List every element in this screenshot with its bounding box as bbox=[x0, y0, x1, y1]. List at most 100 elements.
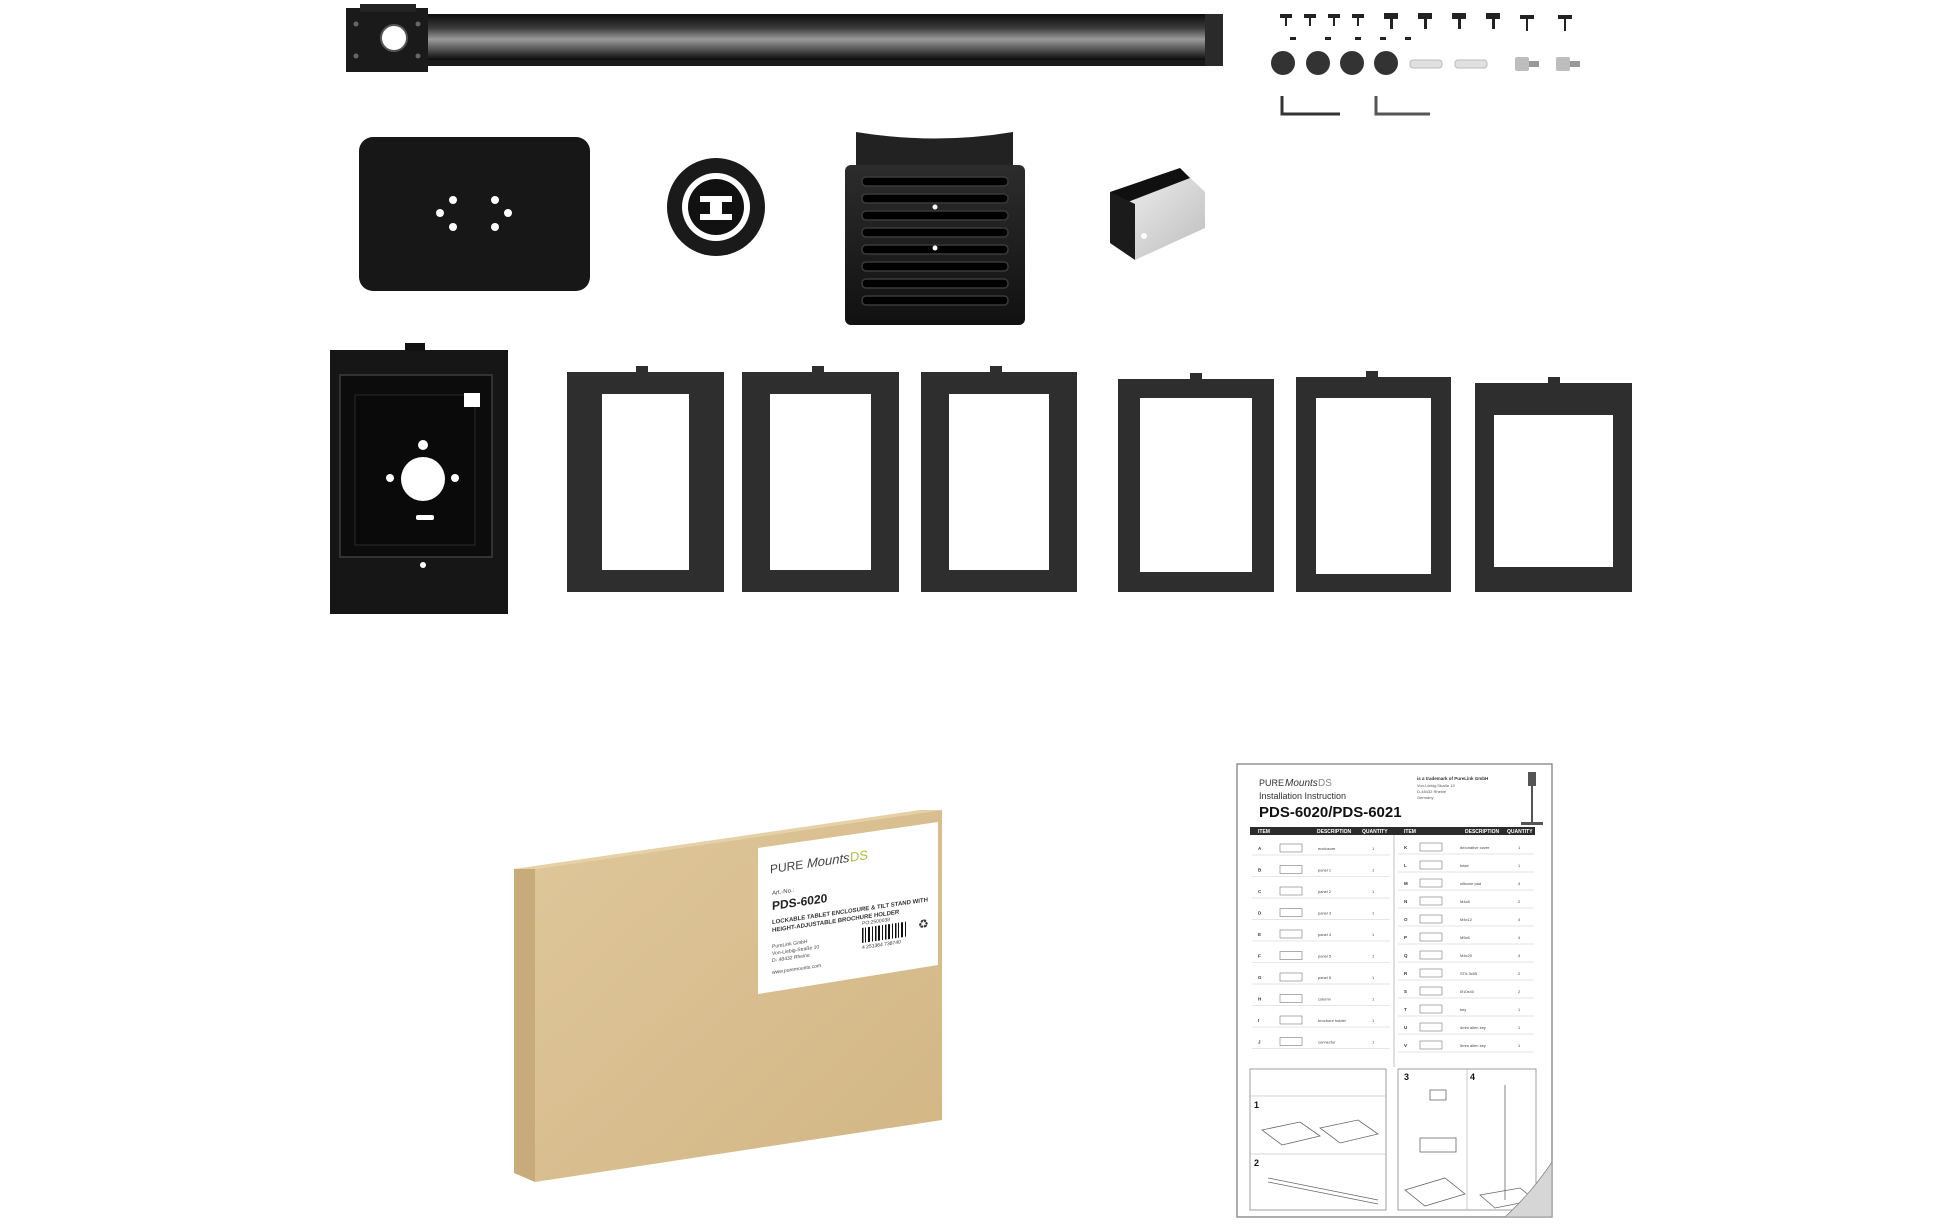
manual-left-item-thumbnail bbox=[1279, 994, 1303, 1003]
manual-right-item-thumbnail bbox=[1419, 914, 1443, 924]
manual-right-item-quantity: 2 bbox=[1518, 971, 1521, 976]
manual-left-item-letter: J bbox=[1258, 1040, 1261, 1045]
manual-header-item-left: ITEM bbox=[1258, 829, 1270, 835]
box-company-3: D- 48432 Rheine bbox=[772, 953, 810, 964]
manual-right-item-quantity: 4 bbox=[1518, 953, 1521, 958]
manual-left-item-thumbnail bbox=[1279, 908, 1303, 917]
manual-left-item-letter: B bbox=[1258, 868, 1262, 873]
manual-right-item-description: 4mm allen key bbox=[1460, 1025, 1486, 1030]
manual-right-item-letter: Q bbox=[1404, 953, 1408, 958]
manual-left-item-letter: D bbox=[1258, 911, 1262, 916]
box-company-1: PureLink GmbH bbox=[772, 939, 808, 950]
manual-right-item-letter: L bbox=[1404, 863, 1407, 868]
manual-right-item-thumbnail bbox=[1419, 1004, 1443, 1014]
column-part bbox=[346, 4, 1223, 72]
installation-manual: PURE Mounts DS is a trademark of PureLin… bbox=[1236, 763, 1553, 1218]
manual-brand: PURE bbox=[1259, 778, 1284, 788]
panel-2 bbox=[742, 366, 899, 592]
manual-right-item-quantity: 4 bbox=[1518, 935, 1521, 940]
manual-header-desc-right: DESCRIPTION bbox=[1465, 829, 1500, 835]
manual-right-item-description: silicone pad bbox=[1460, 881, 1481, 886]
manual-left-item-quantity: 1 bbox=[1372, 868, 1375, 873]
manual-right-item-description: decorative cover bbox=[1460, 845, 1490, 850]
manual-left-item-description: panel 1 bbox=[1318, 868, 1332, 873]
manual-right-item-letter: U bbox=[1404, 1025, 1407, 1030]
manual-right-item-description: 5mm allen key bbox=[1460, 1043, 1486, 1048]
manual-left-item-thumbnail bbox=[1279, 865, 1303, 874]
manual-right-item-letter: S bbox=[1404, 989, 1407, 994]
manual-left-item-letter: E bbox=[1258, 932, 1261, 937]
manual-right-item-letter: R bbox=[1404, 971, 1408, 976]
manual-left-item-description: panel 3 bbox=[1318, 911, 1332, 916]
manual-right-item-thumbnail bbox=[1419, 896, 1443, 906]
manual-left-item-quantity: 1 bbox=[1372, 1018, 1375, 1023]
manual-address-3: Germany bbox=[1417, 795, 1433, 800]
manual-address-1: Von-Liebig-Straße 10 bbox=[1417, 783, 1456, 788]
panel-6 bbox=[1475, 377, 1632, 592]
manual-step-2: 2 bbox=[1254, 1158, 1259, 1168]
manual-right-item-letter: K bbox=[1404, 845, 1408, 850]
manual-right-item-quantity: 1 bbox=[1518, 863, 1521, 868]
manual-left-item-quantity: 1 bbox=[1372, 932, 1375, 937]
manual-right-item-letter: T bbox=[1404, 1007, 1407, 1012]
manual-right-item-description: M4x12 bbox=[1460, 917, 1473, 922]
manual-left-item-thumbnail bbox=[1279, 972, 1303, 982]
manual-right-item-quantity: 4 bbox=[1518, 881, 1521, 886]
box-barcode-number: 4 251364 738740 bbox=[862, 939, 901, 951]
panel-5 bbox=[1296, 371, 1451, 592]
manual-left-item-letter: F bbox=[1258, 954, 1261, 959]
manual-left-item-quantity: 1 bbox=[1372, 954, 1375, 959]
manual-right-item-letter: P bbox=[1404, 935, 1407, 940]
manual-right-item-description: M4x20 bbox=[1460, 953, 1473, 958]
manual-left-item-letter: I bbox=[1258, 1018, 1259, 1023]
manual-right-item-letter: V bbox=[1404, 1043, 1407, 1048]
manual-header-item-right: ITEM bbox=[1404, 829, 1416, 835]
manual-right-row: Q M4x20 4 bbox=[1398, 950, 1534, 963]
manual-left-item-letter: A bbox=[1258, 846, 1262, 851]
manual-left-item-thumbnail bbox=[1279, 951, 1303, 960]
manual-trademark: is a trademark of PureLink GmbH bbox=[1417, 776, 1488, 781]
wall-anchors bbox=[1409, 57, 1580, 71]
screw-set bbox=[1280, 13, 1572, 40]
base-plate bbox=[359, 137, 590, 291]
manual-step-4: 4 bbox=[1470, 1072, 1475, 1082]
manual-left-item-thumbnail bbox=[1279, 843, 1303, 853]
manual-left-item-description: enclosure bbox=[1318, 846, 1336, 851]
manual-left-item-description: column bbox=[1318, 997, 1331, 1002]
manual-right-item-thumbnail bbox=[1419, 932, 1443, 942]
manual-right-item-thumbnail bbox=[1419, 878, 1443, 888]
manual-right-item-thumbnail bbox=[1419, 950, 1443, 960]
manual-right-item-description: Ø10x40 bbox=[1460, 989, 1475, 994]
box-po: PO:2500038 bbox=[862, 917, 890, 927]
manual-step-3: 3 bbox=[1404, 1072, 1409, 1082]
brochure-holder bbox=[845, 132, 1025, 325]
manual-left-item-quantity: 1 bbox=[1372, 889, 1375, 894]
manual-address-2: D-48432 Rheine bbox=[1417, 789, 1447, 794]
tilt-bracket bbox=[1110, 168, 1205, 260]
manual-title: PDS-6020/PDS-6021 bbox=[1259, 804, 1402, 821]
manual-right-item-letter: N bbox=[1404, 899, 1407, 904]
manual-right-item-description: ST6.3x55 bbox=[1460, 971, 1478, 976]
decorative-cover bbox=[667, 158, 765, 256]
box-brand: PURE bbox=[770, 858, 803, 877]
manual-right-row: R ST6.3x55 2 bbox=[1398, 968, 1534, 981]
manual-right-item-thumbnail bbox=[1419, 986, 1443, 996]
manual-right-item-quantity: 1 bbox=[1518, 1043, 1521, 1048]
panel-4 bbox=[1118, 373, 1274, 592]
manual-right-item-thumbnail bbox=[1419, 860, 1443, 870]
